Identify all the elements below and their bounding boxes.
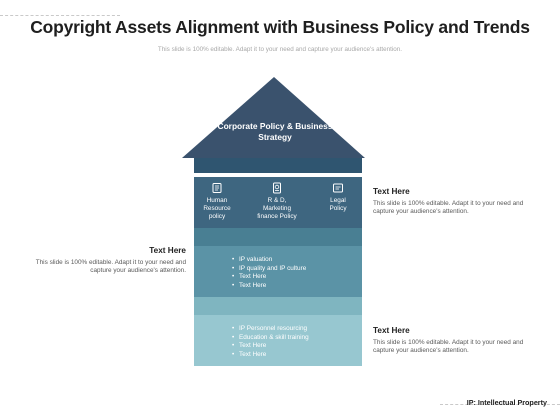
column-human-resource: Human Resource policy xyxy=(188,182,246,222)
list-item: Text Here xyxy=(232,342,309,351)
callout-body: This slide is 100% editable. Adapt it to… xyxy=(35,258,186,275)
callout-heading: Text Here xyxy=(149,246,186,255)
column-legal-policy: Legal Policy xyxy=(309,182,367,213)
page-subtitle: This slide is 100% editable. Adapt it to… xyxy=(157,46,403,53)
band-2-fold xyxy=(194,297,362,315)
column-label: R & D, Marketing finance Policy xyxy=(257,197,297,221)
top-left-dashed-line xyxy=(0,15,120,16)
callout-right-bottom: Text Here This slide is 100% editable. A… xyxy=(373,326,533,356)
callout-body: This slide is 100% editable. Adapt it to… xyxy=(373,199,524,216)
arrow-head xyxy=(182,77,365,158)
column-label: Legal Policy xyxy=(329,197,347,213)
list-item: IP quality and IP culture xyxy=(232,265,306,274)
callout-body: This slide is 100% editable. Adapt it to… xyxy=(373,338,524,355)
band-2-list: IP valuation IP quality and IP culture T… xyxy=(232,256,306,290)
band-3-list: IP Personnel resourcing Education & skil… xyxy=(232,325,309,359)
bottom-right-dashed-line xyxy=(440,404,560,405)
arrow-label: Corporate Policy & Business Strategy xyxy=(217,121,333,142)
list-item: IP valuation xyxy=(232,256,306,265)
callout-heading: Text Here xyxy=(373,187,410,196)
band-1 xyxy=(194,177,362,228)
page-title: Copyright Assets Alignment with Business… xyxy=(30,17,530,37)
column-marketing-finance: R & D, Marketing finance Policy xyxy=(248,182,306,222)
footer-note: IP: Intellectual Property xyxy=(466,398,547,407)
list-item: IP Personnel resourcing xyxy=(232,325,309,334)
band-1-fold xyxy=(194,228,362,246)
human-resource-icon xyxy=(212,183,222,193)
list-item: Text Here xyxy=(232,351,309,360)
column-label: Human Resource policy xyxy=(203,197,231,221)
legal-policy-icon xyxy=(333,183,343,193)
marketing-finance-icon xyxy=(273,182,281,194)
callout-heading: Text Here xyxy=(373,326,410,335)
list-item: Education & skill training xyxy=(232,334,309,343)
callout-left-middle: Text Here This slide is 100% editable. A… xyxy=(28,246,186,276)
callout-right-top: Text Here This slide is 100% editable. A… xyxy=(373,187,533,217)
arrow-fold xyxy=(194,158,362,173)
list-item: Text Here xyxy=(232,273,306,282)
list-item: Text Here xyxy=(232,282,306,291)
